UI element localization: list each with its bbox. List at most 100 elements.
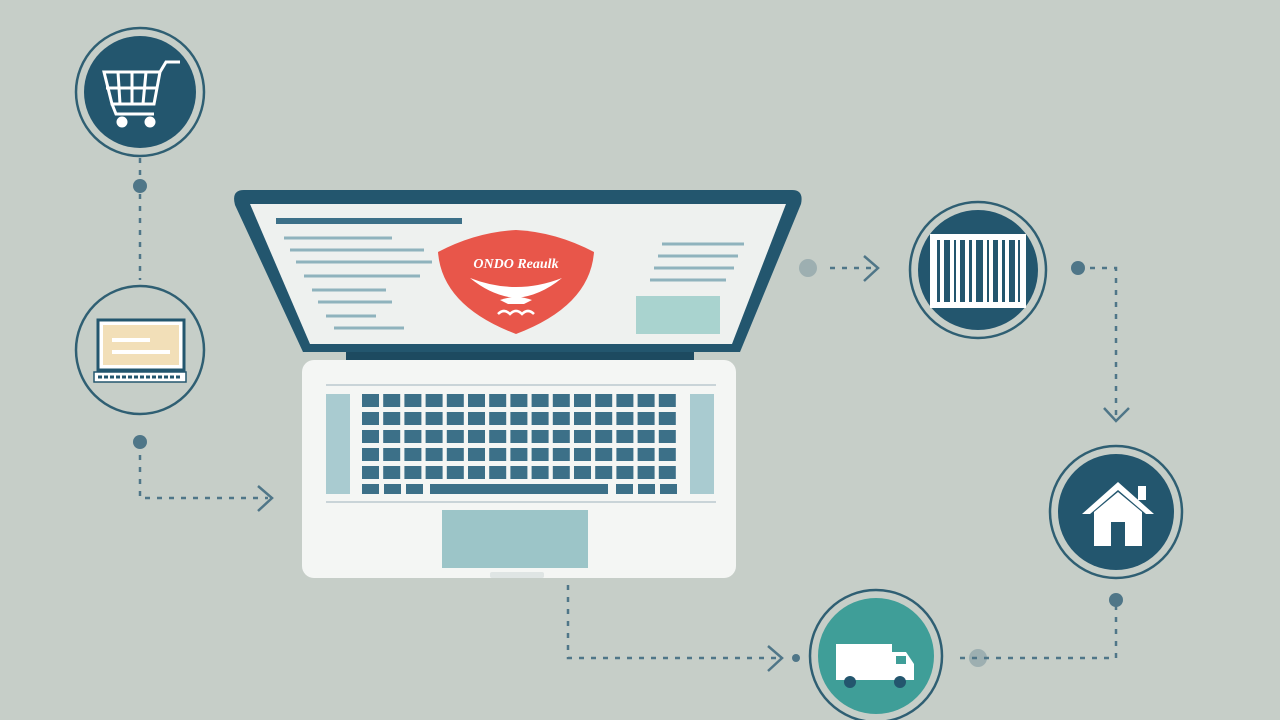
flow-connectors (138, 158, 1118, 660)
keyboard-key (658, 466, 676, 479)
node-product-listing (74, 284, 206, 416)
keyboard-key (362, 466, 379, 479)
keyboard-key (362, 484, 379, 494)
node-shopping-cart (74, 26, 206, 158)
keyboard-key (446, 448, 464, 461)
keyboard-key (616, 448, 634, 461)
laptop: ONDO Reaulk (234, 190, 802, 578)
keyboard-key (404, 448, 422, 461)
node-barcode (908, 200, 1048, 340)
keyboard-key (531, 430, 549, 443)
keyboard-key (362, 430, 379, 443)
screen-text-lines-left (276, 218, 462, 330)
keyboard-key (489, 466, 507, 479)
keyboard-key (362, 448, 379, 461)
keyboard-key (658, 412, 676, 425)
keyboard-key (425, 412, 443, 425)
barcode-icon (930, 234, 1026, 308)
keyboard-key (595, 466, 613, 479)
keyboard-key (404, 394, 422, 407)
keyboard-key (383, 466, 401, 479)
keyboard-key (404, 412, 422, 425)
keyboard-key (637, 394, 655, 407)
keyboard-key (510, 466, 528, 479)
keyboard-key (658, 394, 676, 407)
speaker-right (690, 394, 714, 494)
keyboard-key (637, 412, 655, 425)
keyboard-key (404, 430, 422, 443)
screen-text-lines-right (650, 242, 744, 282)
node-home (1048, 444, 1184, 580)
keyboard-key (616, 466, 634, 479)
trackpad (442, 510, 588, 568)
house-icon (1082, 482, 1154, 546)
security-shield: ONDO Reaulk (438, 230, 594, 334)
screen-image-placeholder (636, 296, 720, 334)
keyboard-key (595, 430, 613, 443)
keyboard-key (616, 484, 633, 494)
speaker-left (326, 394, 350, 494)
keyboard-key (574, 394, 591, 407)
keyboard-key (616, 412, 634, 425)
keyboard-key (637, 430, 655, 443)
keyboard-key (616, 430, 634, 443)
keyboard-key (468, 448, 485, 461)
keyboard-key (658, 448, 676, 461)
keyboard-key (616, 394, 634, 407)
keyboard-key (510, 448, 528, 461)
keyboard-key (489, 448, 507, 461)
keyboard-key (425, 430, 443, 443)
shield-label: ONDO Reaulk (473, 257, 558, 272)
keyboard-key (489, 394, 507, 407)
keyboard-key (510, 394, 528, 407)
keyboard-key (468, 430, 485, 443)
keyboard-key (383, 448, 401, 461)
keyboard-key (595, 412, 613, 425)
card-screen-icon (93, 318, 187, 383)
keyboard-key (552, 466, 570, 479)
keyboard-key (489, 412, 507, 425)
keyboard-key (383, 430, 401, 443)
keyboard-key (637, 466, 655, 479)
shopping-cart-icon (102, 60, 180, 128)
keyboard-key (510, 430, 528, 443)
connector-dots (133, 179, 1123, 667)
keyboard (362, 394, 677, 494)
keyboard-key (595, 394, 613, 407)
keyboard-key (531, 466, 549, 479)
connector-arrowheads (257, 255, 1130, 672)
keyboard-key (552, 430, 570, 443)
keyboard-key (531, 412, 549, 425)
keyboard-key (406, 484, 423, 494)
keyboard-key (468, 412, 485, 425)
keyboard-key (552, 448, 570, 461)
keyboard-key (425, 394, 443, 407)
keyboard-key (468, 466, 485, 479)
keyboard-key (510, 412, 528, 425)
keyboard-key (574, 412, 591, 425)
truck-icon (836, 644, 914, 688)
keyboard-key (552, 412, 570, 425)
keyboard-key (446, 466, 464, 479)
keyboard-key (404, 466, 422, 479)
keyboard-key (637, 448, 655, 461)
keyboard-key (446, 412, 464, 425)
keyboard-key (638, 484, 655, 494)
keyboard-key (383, 394, 401, 407)
keyboard-key (362, 412, 379, 425)
keyboard-key (446, 394, 464, 407)
keyboard-key (383, 412, 401, 425)
keyboard-key (425, 448, 443, 461)
node-delivery (808, 588, 944, 720)
keyboard-key (552, 394, 570, 407)
keyboard-key (574, 448, 591, 461)
keyboard-key (574, 430, 591, 443)
keyboard-key (574, 466, 591, 479)
keyboard-key (446, 430, 464, 443)
keyboard-key (595, 448, 613, 461)
keyboard-key (531, 448, 549, 461)
keyboard-key (658, 430, 676, 443)
keyboard-key (660, 484, 677, 494)
keyboard-spacebar (430, 484, 608, 494)
